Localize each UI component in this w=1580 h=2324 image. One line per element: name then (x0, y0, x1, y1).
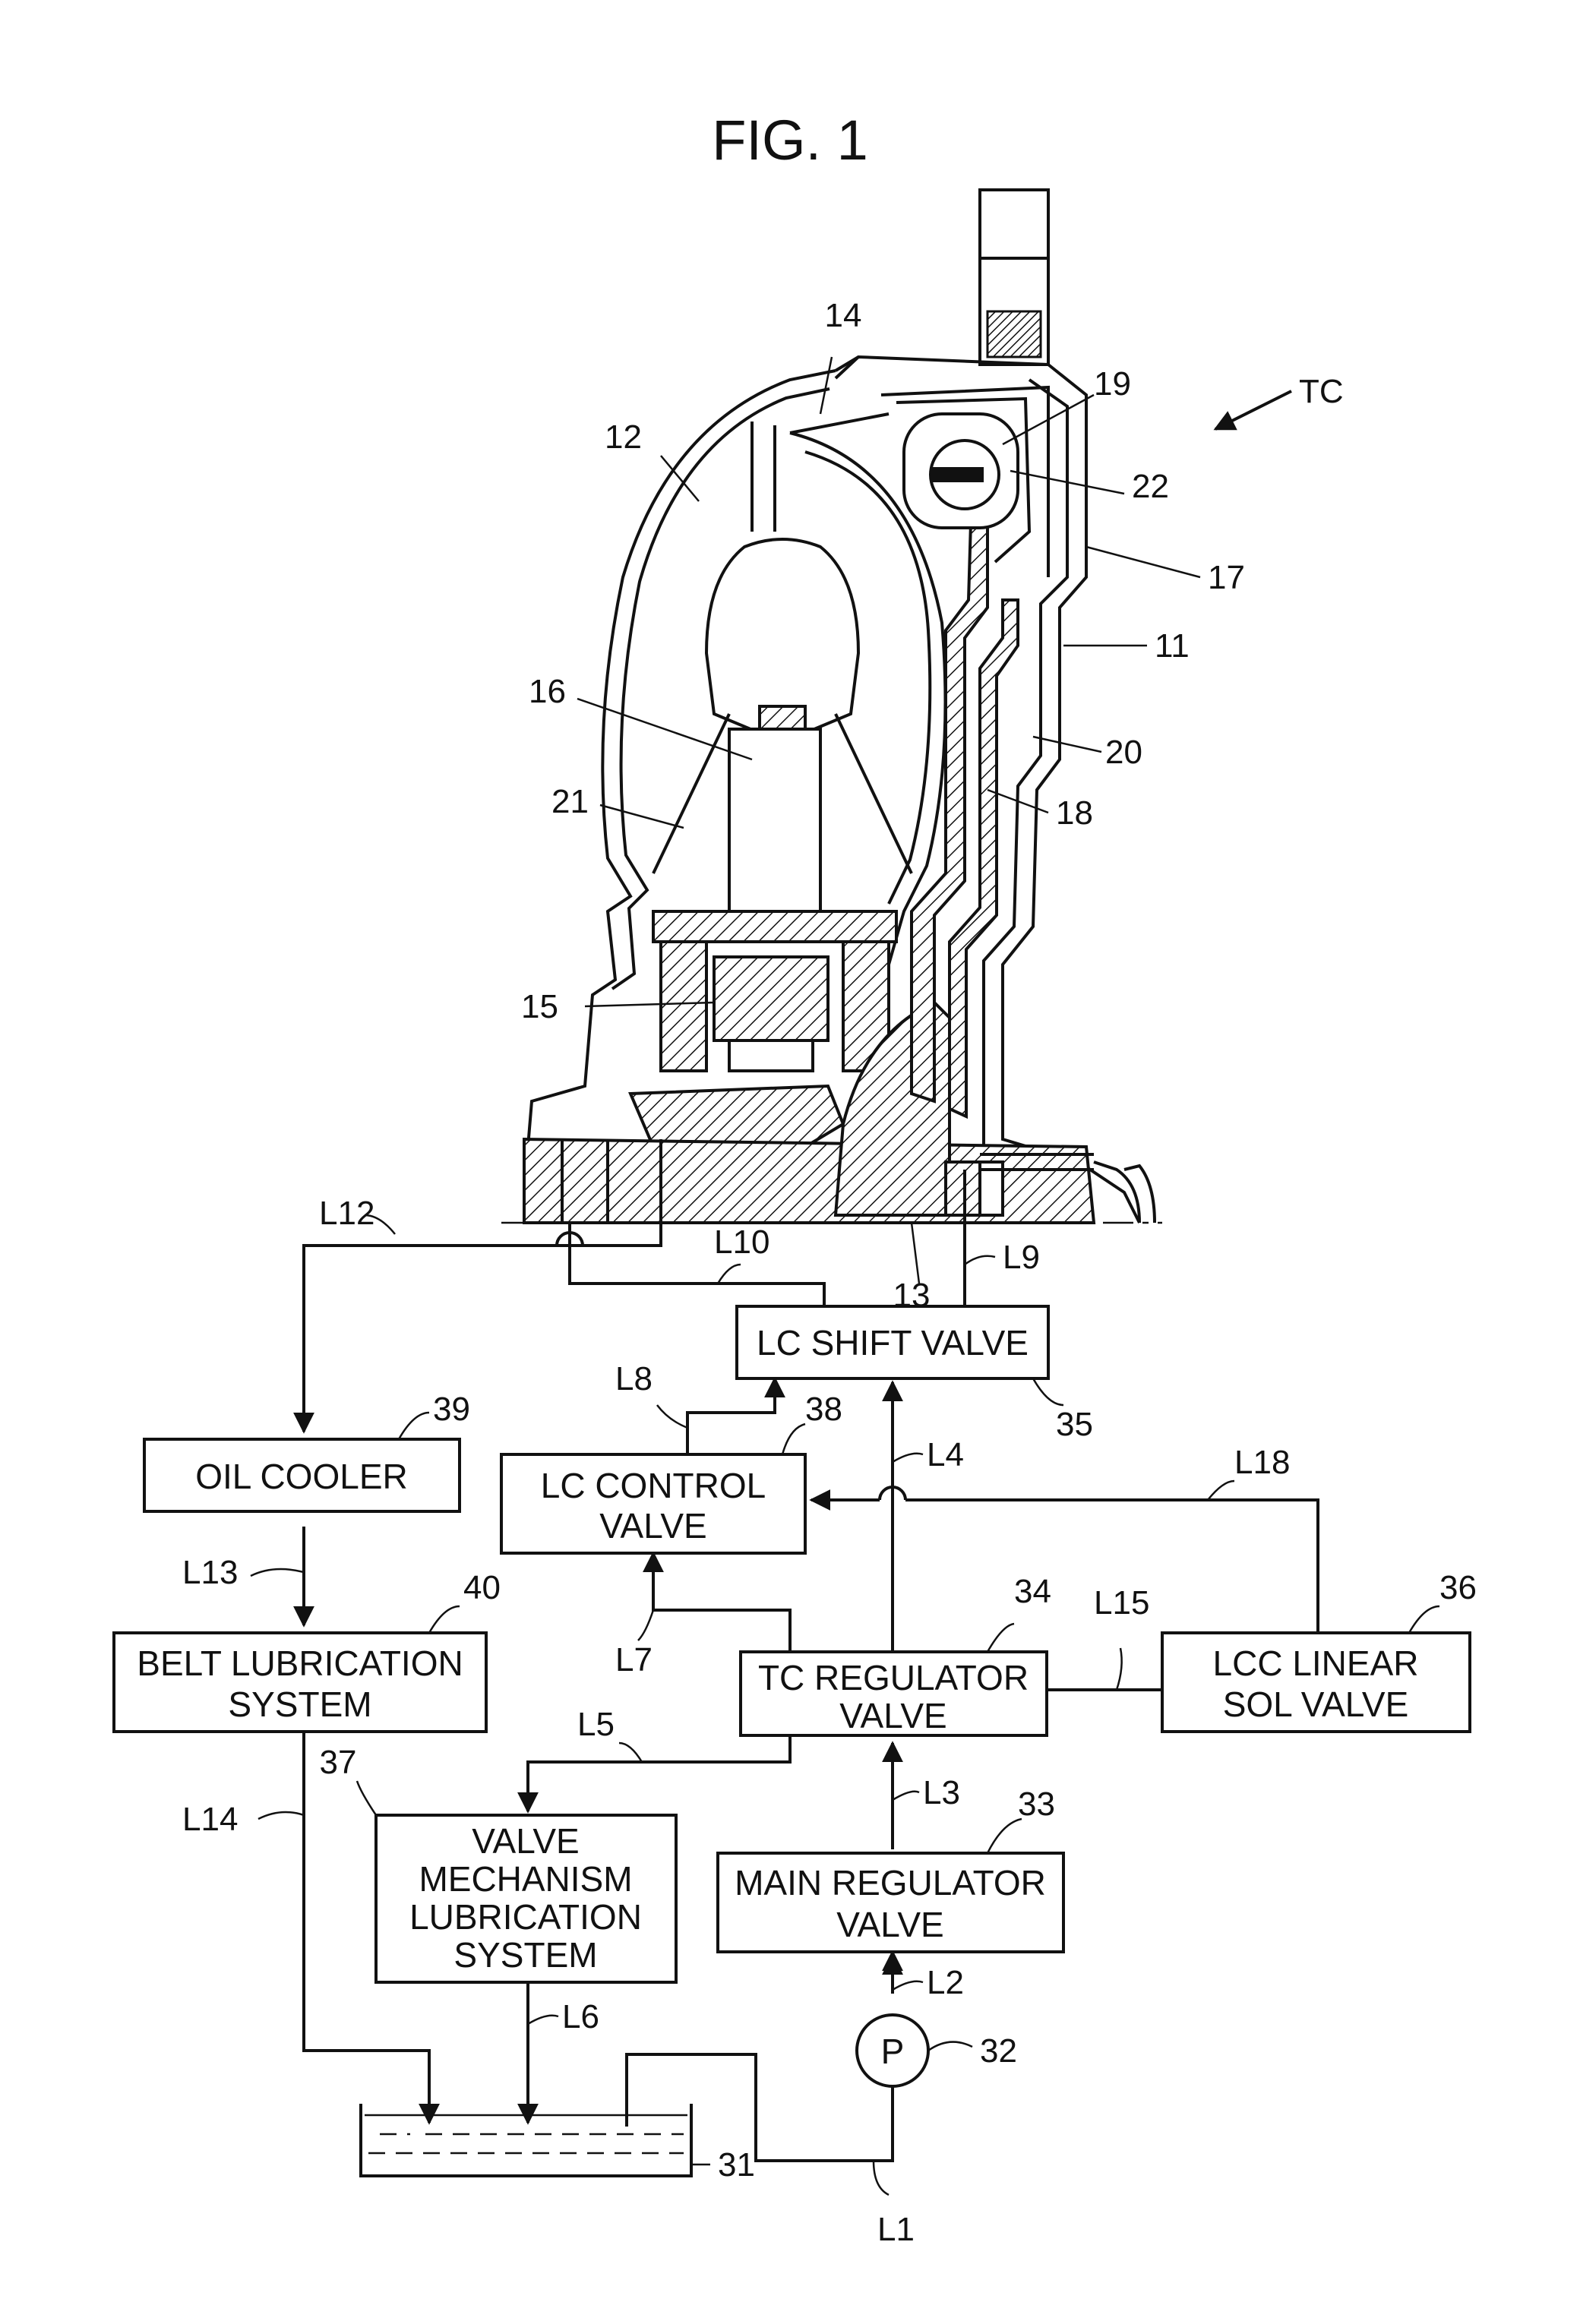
valve-mechanism-lubrication-box: VALVE MECHANISM LUBRICATION SYSTEM (376, 1815, 676, 1982)
part-22-label: 22 (1132, 468, 1169, 505)
line-L1-label: L1 (877, 2211, 915, 2248)
figure-title: FIG. 1 (712, 109, 868, 172)
valve-mechanism-label-3: LUBRICATION (409, 1897, 642, 1937)
hydraulic-circuit: 31 P 32 LC SHIFT VALVE 35 LC CONTROL VAL… (114, 1170, 1477, 2248)
part-18-label: 18 (1056, 794, 1093, 832)
pump-ref: 32 (980, 2032, 1017, 2070)
lcc-linear-sol-valve-box: LCC LINEAR SOL VALVE (1162, 1633, 1470, 1732)
lc-control-valve-label-1: LC CONTROL (541, 1466, 766, 1505)
belt-lubrication-label-1: BELT LUBRICATION (137, 1644, 463, 1683)
line-L15-label: L15 (1094, 1584, 1149, 1621)
tank-oil-surface (365, 2115, 687, 2153)
lcc-linear-sol-valve-ref: 36 (1439, 1569, 1477, 1606)
lc-shift-valve-box: LC SHIFT VALVE (737, 1306, 1048, 1378)
line-L7-label: L7 (615, 1641, 653, 1678)
line-L18-label: L18 (1234, 1444, 1290, 1481)
line-L2-label: L2 (927, 1964, 964, 2001)
belt-lubrication-ref: 40 (463, 1569, 501, 1606)
tc-regulator-valve-box: TC REGULATOR VALVE (741, 1652, 1047, 1735)
main-regulator-valve-label-1: MAIN REGULATOR (735, 1863, 1046, 1902)
valve-mechanism-ref: 37 (320, 1744, 357, 1781)
main-regulator-valve-ref: 33 (1018, 1786, 1055, 1823)
lcc-linear-sol-valve-label-1: LCC LINEAR (1213, 1644, 1419, 1683)
part-15-label: 15 (521, 988, 558, 1025)
part-14-label: 14 (825, 297, 862, 334)
lcc-linear-sol-valve-label-2: SOL VALVE (1223, 1685, 1409, 1724)
lc-shift-valve-ref: 35 (1056, 1406, 1093, 1443)
oil-cooler-label: OIL COOLER (195, 1457, 407, 1496)
part-11-label: 11 (1155, 627, 1190, 665)
pump-label: P (881, 2032, 905, 2071)
line-L12-label: L12 (319, 1195, 374, 1232)
valve-mechanism-label-1: VALVE (472, 1821, 579, 1861)
oil-cooler-ref: 39 (433, 1391, 470, 1428)
part-20-label: 20 (1105, 734, 1142, 771)
line-L9-label: L9 (1003, 1239, 1040, 1276)
line-L13-label: L13 (182, 1554, 238, 1591)
tc-regulator-valve-ref: 34 (1014, 1573, 1051, 1610)
line-L10-label: L10 (714, 1224, 769, 1261)
lc-control-valve-ref: 38 (805, 1391, 842, 1428)
belt-lubrication-label-2: SYSTEM (228, 1685, 371, 1724)
part-16-label: 16 (529, 673, 566, 710)
lc-shift-valve-label: LC SHIFT VALVE (757, 1323, 1029, 1363)
line-L4-label: L4 (927, 1436, 964, 1473)
part-21-label: 21 (551, 783, 589, 820)
torque-converter-drawing: 12 14 19 TC 22 17 11 20 18 16 21 15 13 (501, 190, 1344, 1314)
part-12-label: 12 (605, 418, 642, 456)
tc-regulator-valve-label-2: VALVE (839, 1696, 946, 1735)
lc-control-valve-box: LC CONTROL VALVE (501, 1454, 805, 1553)
valve-mechanism-label-4: SYSTEM (453, 1935, 597, 1975)
line-L5-label: L5 (577, 1706, 615, 1743)
lc-control-valve-label-2: VALVE (599, 1506, 706, 1546)
oil-cooler-box: OIL COOLER (144, 1439, 460, 1511)
part-19-label: 19 (1094, 365, 1131, 403)
line-L3-label: L3 (923, 1774, 960, 1811)
line-L8-label: L8 (615, 1360, 653, 1397)
tc-regulator-valve-label-1: TC REGULATOR (758, 1658, 1029, 1697)
belt-lubrication-box: BELT LUBRICATION SYSTEM (114, 1633, 486, 1732)
part-17-label: 17 (1208, 559, 1245, 596)
main-regulator-valve-box: MAIN REGULATOR VALVE (718, 1853, 1063, 1952)
line-L14-label: L14 (182, 1801, 238, 1838)
main-regulator-valve-label-2: VALVE (836, 1905, 943, 1944)
tank-ref: 31 (718, 2146, 755, 2183)
valve-mechanism-label-2: MECHANISM (419, 1859, 632, 1899)
line-L6-label: L6 (562, 1998, 599, 2035)
tc-label: TC (1299, 373, 1344, 410)
